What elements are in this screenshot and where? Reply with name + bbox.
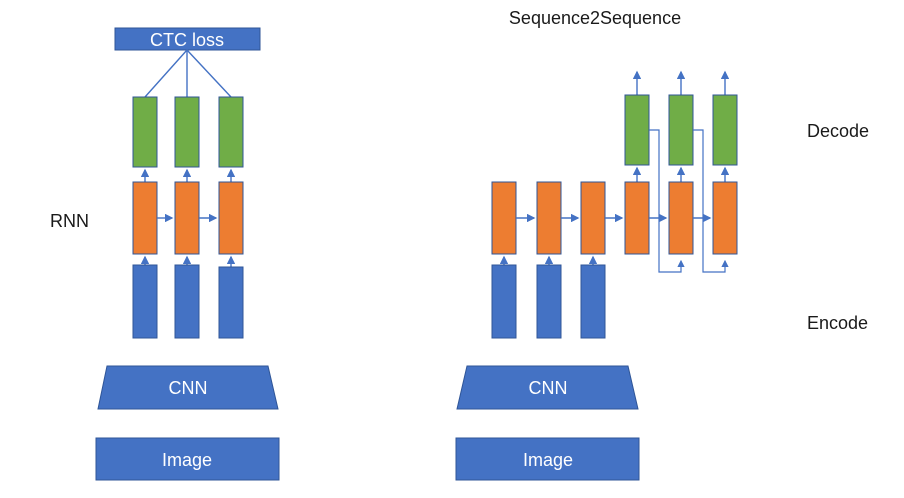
left-feature-column-2 [174, 264, 200, 339]
left-rnn-to-output-arrows [140, 168, 236, 182]
left-rnn-cell-3 [218, 181, 244, 255]
encoder-feature-to-rnn-arrows [499, 255, 598, 265]
decoder-output-cell-3 [712, 94, 738, 166]
left-cnn-node: CNN [97, 365, 279, 410]
encoder-rnn-cell-1 [491, 181, 517, 255]
decode-label: Decode [807, 121, 869, 141]
decoder-output-cells [624, 94, 738, 166]
decoder-output-cell-2 [668, 94, 694, 166]
left-rnn-cell-1 [132, 181, 158, 255]
seq2seq-rnn-cells [491, 181, 738, 255]
left-output-cells [132, 96, 244, 168]
ctc-edges [144, 49, 232, 98]
decoder-rnn-cell-1 [624, 181, 650, 255]
seq2seq-pipeline: Sequence2Sequence Decode Encode [455, 8, 869, 481]
decoder-rnn-cell-3 [712, 181, 738, 255]
left-output-cell-3 [218, 96, 244, 168]
left-feature-columns [132, 264, 244, 339]
ctc-edge-1 [144, 49, 188, 98]
decoder-rnn-cell-2 [668, 181, 694, 255]
right-image-node: Image [455, 437, 640, 481]
right-feature-columns [491, 264, 606, 339]
left-feature-column-1 [132, 264, 158, 339]
right-feature-column-2 [536, 264, 562, 339]
encoder-rnn-cell-3 [580, 181, 606, 255]
feedback-line-2 [693, 129, 729, 273]
ctc-loss-node: CTC loss [114, 27, 261, 51]
decoder-output-arrows [632, 70, 730, 95]
left-feature-to-rnn-arrows [140, 255, 236, 267]
left-rnn-cell-2 [174, 181, 200, 255]
right-cnn-label: CNN [529, 378, 568, 398]
ctc-edge-3 [186, 49, 232, 98]
left-cnn-label: CNN [169, 378, 208, 398]
left-output-cell-1 [132, 96, 158, 168]
right-cnn-node: CNN [456, 365, 639, 410]
decoder-feedback-lines [649, 129, 729, 273]
encode-label: Encode [807, 313, 868, 333]
feedback-line-1 [649, 129, 685, 273]
left-rnn-cells [132, 181, 244, 255]
left-image-label: Image [162, 450, 212, 470]
right-image-label: Image [523, 450, 573, 470]
ctc-loss-label: CTC loss [150, 30, 224, 50]
decoder-rnn-to-output-arrows [632, 166, 730, 182]
left-feature-column-3 [218, 266, 244, 339]
ctc-pipeline: CTC loss [50, 27, 280, 481]
encoder-rnn-cell-2 [536, 181, 562, 255]
right-feature-column-3 [580, 264, 606, 339]
rnn-label: RNN [50, 211, 89, 231]
decoder-output-cell-1 [624, 94, 650, 166]
left-image-node: Image [95, 437, 280, 481]
right-feature-column-1 [491, 264, 517, 339]
left-output-cell-2 [174, 96, 200, 168]
seq2seq-title: Sequence2Sequence [509, 8, 681, 28]
